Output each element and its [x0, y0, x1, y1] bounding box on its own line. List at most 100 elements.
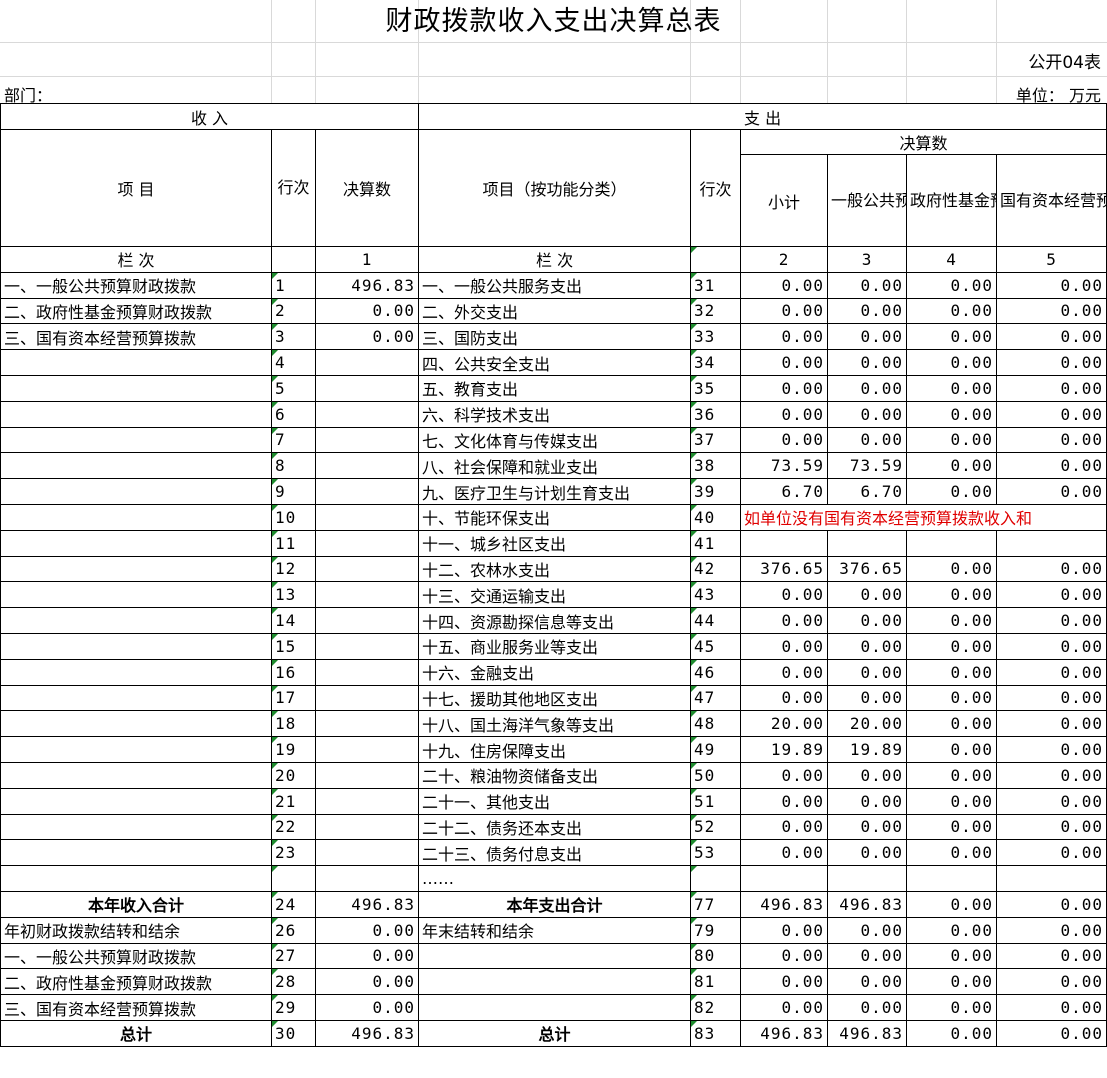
income-row-no: 26 [271, 916, 316, 944]
income-row-no: 22 [271, 813, 316, 841]
expense-item: 二十、粮油物资储备支出 [418, 761, 692, 789]
fund-value [906, 529, 998, 557]
income-item [0, 349, 272, 376]
fund-value: 0.00 [906, 994, 998, 1021]
subtotal-value: 0.00 [740, 658, 829, 686]
state-value [996, 529, 1107, 557]
gridline [271, 0, 272, 104]
subtotal-value: 6.70 [740, 478, 829, 505]
state-value: 0.00 [996, 761, 1107, 789]
income-row-no: 29 [271, 994, 316, 1021]
fund-value: 0.00 [906, 581, 998, 609]
subtotal-value: 0.00 [740, 581, 829, 609]
expense-item: 六、科学技术支出 [418, 400, 692, 428]
expense-item: 二、外交支出 [418, 297, 692, 325]
expense-item [418, 994, 692, 1021]
income-item: 三、国有资本经营预算拨款 [0, 323, 272, 351]
income-amount [314, 658, 420, 686]
fund-value: 0.00 [906, 916, 998, 944]
gridline [740, 0, 741, 104]
income-amount [314, 400, 420, 428]
state-value: 0.00 [996, 400, 1107, 428]
subtotal-value: 0.00 [740, 349, 829, 376]
expense-item: 十九、住房保障支出 [418, 736, 692, 763]
general-value: 6.70 [827, 478, 908, 505]
state-value: 0.00 [996, 658, 1107, 686]
expense-row-no: 34 [690, 349, 742, 376]
fund-header: 政府性基金预算财政拨款 [906, 154, 998, 247]
expense-item: 十六、金融支出 [418, 658, 692, 686]
expense-row-no: 51 [690, 787, 742, 815]
header-row-2: 项 目 行次 决算数 项目（按功能分类） 行次 决算数 [0, 129, 1107, 247]
income-row-no: 17 [271, 684, 316, 712]
subtotal-header: 小计 [740, 154, 829, 247]
gridline [0, 42, 1107, 43]
expense-item: 一、一般公共服务支出 [418, 271, 692, 299]
income-row-no: 19 [271, 736, 316, 763]
income-row-no: 14 [271, 607, 316, 634]
state-header: 国有资本经营预算拨款 [996, 154, 1107, 247]
row-no-header: 行次 [271, 129, 316, 247]
general-value: 0.00 [827, 374, 908, 402]
state-value: 0.00 [996, 736, 1107, 763]
col-3: 3 [827, 246, 908, 273]
income-item [0, 400, 272, 428]
general-value: 0.00 [827, 271, 908, 299]
income-amount [314, 736, 420, 763]
state-value: 0.00 [996, 581, 1107, 609]
gridline [315, 0, 316, 104]
expense-item: 总计 [418, 1019, 692, 1047]
state-value: 0.00 [996, 787, 1107, 815]
expense-item: …… [418, 865, 692, 892]
income-amount [314, 426, 420, 454]
state-value: 0.00 [996, 607, 1107, 634]
income-item [0, 426, 272, 454]
income-amount [314, 607, 420, 634]
subtotal-value: 376.65 [740, 555, 829, 583]
state-value: 0.00 [996, 710, 1107, 738]
income-row-no: 1 [271, 271, 316, 299]
income-item [0, 684, 272, 712]
income-row-no: 15 [271, 632, 316, 660]
expense-row-no: 79 [690, 916, 742, 944]
subtotal-value: 0.00 [740, 916, 829, 944]
general-value: 0.00 [827, 581, 908, 609]
expense-row-no: 50 [690, 761, 742, 789]
income-item [0, 710, 272, 738]
income-row-no: 28 [271, 968, 316, 996]
fund-value: 0.00 [906, 839, 998, 867]
fund-value: 0.00 [906, 890, 998, 918]
income-item [0, 839, 272, 867]
expense-item: 十七、援助其他地区支出 [418, 684, 692, 712]
income-item [0, 478, 272, 505]
expense-row-no: 35 [690, 374, 742, 402]
income-amount: 0.00 [314, 916, 420, 944]
income-item: 一、一般公共预算财政拨款 [0, 942, 272, 970]
income-item [0, 452, 272, 480]
income-amount [314, 581, 420, 609]
gridline [690, 0, 691, 104]
fund-value [906, 865, 998, 892]
col-5: 5 [996, 246, 1107, 273]
subtotal-value: 0.00 [740, 839, 829, 867]
expense-row-no: 32 [690, 297, 742, 325]
income-item [0, 632, 272, 660]
general-value: 19.89 [827, 736, 908, 763]
expense-row-no [690, 865, 742, 892]
income-row-no: 4 [271, 349, 316, 376]
expense-row-no: 49 [690, 736, 742, 763]
fund-value: 0.00 [906, 787, 998, 815]
income-amount [314, 865, 420, 892]
page-title: 财政拨款收入支出决算总表 [385, 6, 722, 37]
subtotal-value: 73.59 [740, 452, 829, 480]
